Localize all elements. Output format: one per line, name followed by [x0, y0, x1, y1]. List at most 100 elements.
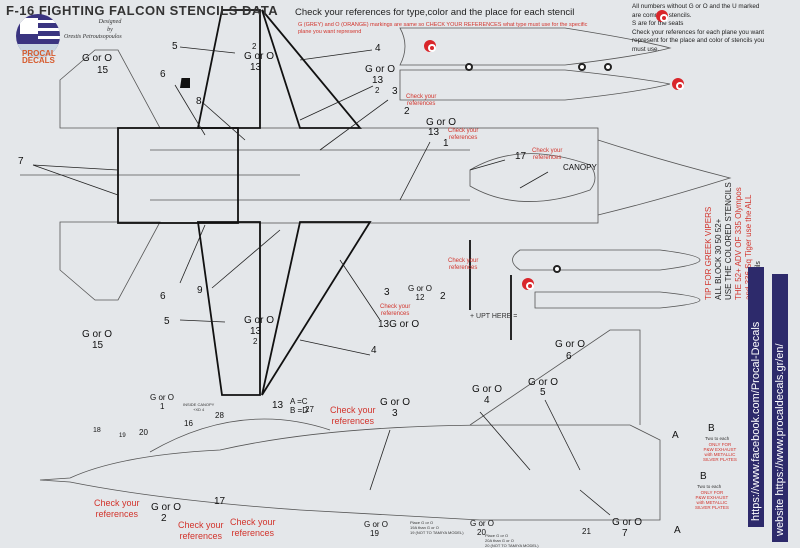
tip-line: ALL BLOCK 30 50 52+ [714, 218, 723, 300]
pw-exhaust-note: ONLY FOR P&W EXHAUST with METALLIC SILVE… [703, 442, 737, 462]
label-13-g-or-o: 13G or O [378, 319, 420, 330]
inside-canopy-label: INSIDE CANOPY +XD 4 [183, 402, 215, 412]
wing-top-leading [261, 9, 362, 129]
note-line: S are for the seats [632, 20, 684, 27]
label-6: 6 [566, 351, 572, 362]
label-7: 7 [18, 156, 24, 167]
flag-stripe [38, 28, 60, 31]
roundel-icon [656, 10, 668, 22]
check-references-note: Check your references [94, 498, 140, 519]
label-g-or-o: G or O [151, 502, 182, 513]
stabilizer-top [59, 49, 161, 129]
label-20: 20 [139, 428, 148, 437]
fuselage-side [39, 424, 661, 521]
label-3: 3 [392, 408, 398, 419]
designed-by-label: Designed by [98, 19, 122, 33]
label-g-or-o: G or O [365, 64, 396, 75]
fuel-tank-top [399, 27, 672, 66]
page-title: F-16 FIGHTING FALCON STENCILS DATA [6, 3, 279, 18]
label-6: 6 [160, 291, 166, 302]
check-references-note: Check your references [380, 304, 411, 317]
label-g-or-o: G or O [426, 117, 457, 128]
check-references-note: Check your references [178, 520, 224, 541]
roundel-icon [672, 78, 684, 90]
label-13: 13 [428, 127, 440, 138]
note-line: represent for the place and color of ste… [632, 37, 765, 44]
label-g-or-o: G or O [364, 520, 389, 529]
label-7: 7 [622, 528, 628, 539]
label-4: 4 [371, 345, 377, 356]
label-g-or-o: G or O [82, 329, 113, 340]
check-references-note: Check your references [448, 128, 479, 141]
black-stencil-mark [180, 78, 190, 88]
wing-bottom-outline [196, 221, 261, 396]
brand-name: PROCAL DECALS [22, 49, 56, 65]
label-9: 9 [197, 285, 203, 296]
pw-exhaust-note: ONLY FOR P&W EXHAUST with METALLIC SILVE… [695, 490, 729, 510]
website-link[interactable]: website https://www.procaldecals.gr/en/ [772, 274, 788, 542]
label-13: 13 [250, 62, 262, 73]
label-8: 8 [196, 96, 202, 107]
label-b-eq-d: B =D [290, 406, 309, 415]
vertical-tail [469, 329, 641, 426]
label-2: 2 [252, 42, 257, 51]
label-17: 17 [515, 151, 527, 162]
label-15: 15 [97, 65, 109, 76]
label-3: 3 [392, 86, 398, 97]
label-5: 5 [540, 387, 546, 398]
mono-roundel-icon [604, 63, 612, 71]
canopy-outline [469, 153, 596, 202]
general-notes: All numbers without G or O and the U mar… [632, 3, 797, 54]
tip-line: THE 52+ ADV OF 335 Olympos [734, 187, 743, 300]
label-27: 27 [305, 405, 314, 414]
check-references-note: Check your references [532, 148, 563, 161]
label-b: B [700, 471, 707, 482]
label-g-or-o: G or O [472, 384, 503, 395]
label-b: B [708, 423, 715, 434]
main-instruction: Check your references for type,color and… [295, 7, 575, 18]
roundel-icon [522, 278, 534, 290]
label-g-or-o: G or O [470, 519, 495, 528]
note-line: All numbers without G or O and the U mar… [632, 3, 760, 10]
label-a: A [672, 430, 679, 441]
uplift-label: + UPT HERE = [470, 313, 518, 320]
procal-logo [16, 14, 60, 58]
label-12: 12 [415, 293, 425, 302]
greek-flag-cross [20, 18, 38, 34]
nose-plan [597, 139, 732, 216]
label-2: 2 [161, 513, 167, 524]
label-g-or-o: G or O [528, 377, 559, 388]
label-3: 3 [384, 287, 390, 298]
label-a-eq-c: A =C [290, 397, 308, 406]
facebook-link[interactable]: https://www.facebook.com/Procal-Decals [748, 267, 764, 527]
label-g-or-o: G or O [150, 393, 175, 402]
label-13: 13 [250, 326, 262, 337]
fuselage-plan-outline [117, 127, 599, 224]
fuel-tank-4 [534, 291, 701, 309]
mono-roundel-icon [553, 265, 561, 273]
label-g-or-o: G or O [82, 53, 113, 64]
two-to-each-label: Two to each [697, 484, 722, 489]
label-18: 18 [93, 427, 101, 434]
mono-roundel-icon [578, 63, 586, 71]
canopy-label: CANOPY [563, 163, 597, 172]
label-6: 6 [160, 69, 166, 80]
flag-stripe [38, 20, 60, 23]
label-2: 2 [253, 337, 258, 346]
label-g-or-o: G or O [408, 284, 433, 293]
label-g-or-o: G or O [244, 315, 275, 326]
designer-name: Orestis Petroutsopoulos [64, 34, 122, 40]
note-line: must use. [632, 45, 660, 53]
note-line: Check your references for each plane you… [632, 28, 764, 36]
label-4: 4 [375, 43, 381, 54]
label-g-or-o: G or O [555, 339, 586, 350]
label-2: 2 [375, 86, 380, 95]
place-19-note: Place G or O 19A than G or O 19 (NOT TO … [410, 520, 464, 535]
flag-stripe [38, 36, 60, 39]
label-5: 5 [164, 316, 170, 327]
label-19: 19 [119, 433, 126, 439]
label-a: A [674, 525, 681, 536]
mono-roundel-icon [465, 63, 473, 71]
label-17: 17 [214, 496, 226, 507]
